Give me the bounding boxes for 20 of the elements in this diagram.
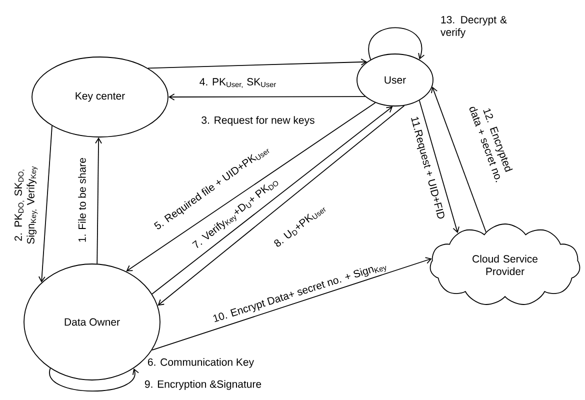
step-label: 9. Encryption &Signature (144, 380, 262, 390)
loop-arrow (368, 27, 425, 60)
arrow (152, 257, 432, 350)
ellipse-node: User (356, 54, 434, 106)
loop-arrow (49, 368, 139, 392)
edge-label: 13. Decrypt & verify (440, 15, 516, 39)
edge-label: 10. Encrypt Data+ secret no. + Sign$_{Key}$ (210, 259, 390, 327)
edge-label: 3. Request for new keys (200, 115, 316, 127)
edge-label: 1. File to be share (77, 156, 87, 244)
arrow (418, 100, 460, 234)
arrow (148, 58, 368, 69)
arrow (38, 125, 52, 283)
edge-label: 4. PK$_{User,}$ SK$_{User}$ (198, 77, 278, 89)
edge-label: 2. PK$_{DO,}$ SK$_{DO,}$ Sign$_{Key,}$ Verify$_{Key}$ (14, 164, 38, 246)
ellipse-node: Key center (32, 56, 168, 138)
edge-label: 6. Communication Key (146, 357, 256, 369)
arrow (168, 94, 366, 100)
arrow (95, 137, 102, 264)
arrow (126, 102, 376, 272)
cloud-node: Cloud Service Provider (430, 224, 580, 305)
